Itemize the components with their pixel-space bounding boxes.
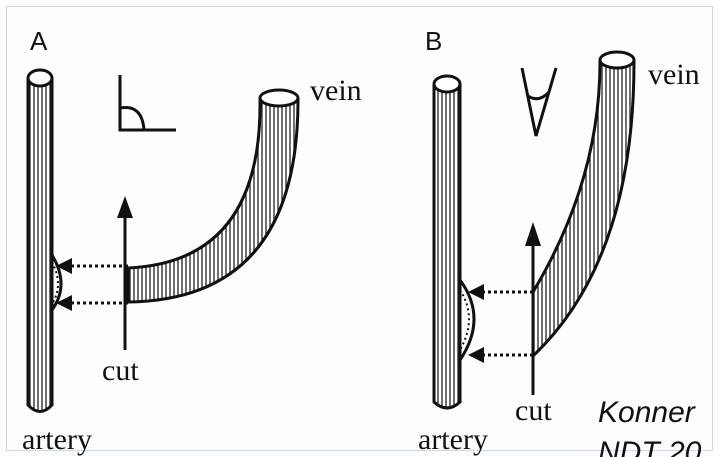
panel-b-cut-label: cut	[515, 394, 552, 427]
panel-b-letter: B	[425, 26, 442, 56]
panel-a-angle-icon	[120, 75, 176, 130]
panel-b-angle-icon	[522, 68, 556, 136]
panel-a-vein-label: vein	[310, 74, 362, 107]
panel-a: A	[22, 26, 362, 456]
panel-a-cut-label: cut	[102, 354, 139, 387]
panel-a-anastomosis-arrows	[56, 258, 128, 311]
panel-a-vein	[128, 90, 298, 302]
panel-a-artery-label: artery	[22, 423, 92, 456]
panel-b-artery	[434, 76, 474, 408]
panel-a-letter: A	[30, 26, 48, 56]
citation-line-1: Konner	[598, 396, 696, 429]
panel-b-vein-label: vein	[648, 58, 700, 91]
panel-a-artery	[28, 70, 61, 412]
panel-b-artery-label: artery	[418, 423, 488, 456]
panel-b: B	[418, 26, 700, 456]
panel-b-anastomosis-arrows	[468, 284, 533, 363]
citation-line-2: NDT 20	[598, 436, 702, 457]
